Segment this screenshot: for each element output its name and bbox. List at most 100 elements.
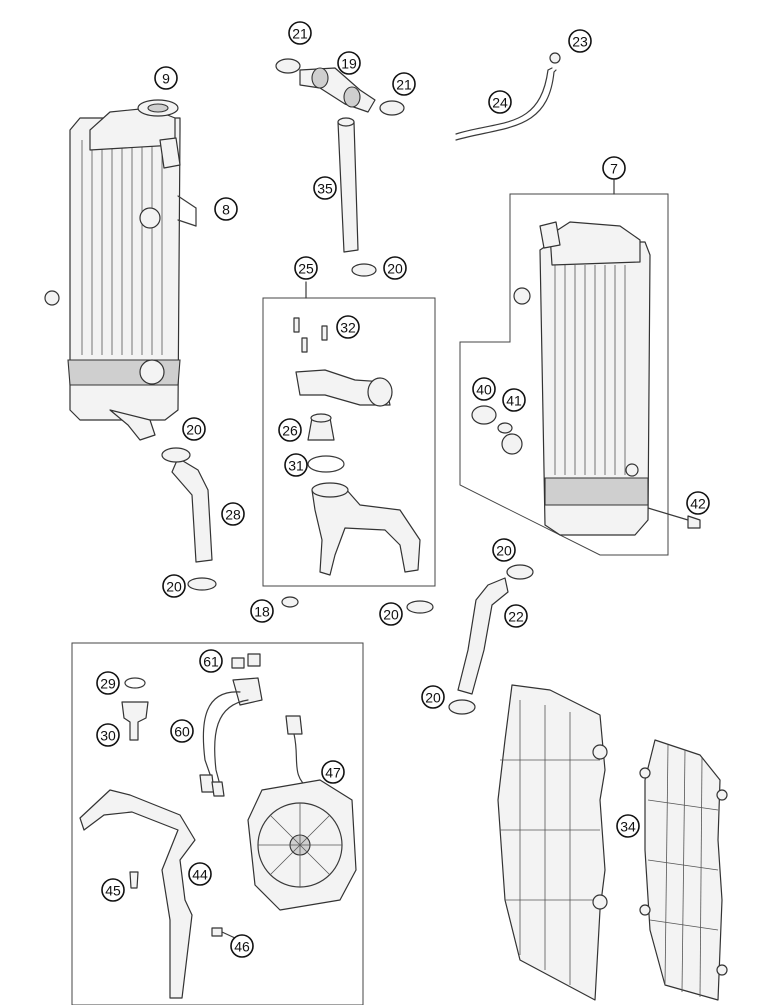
callout-circle: [230, 934, 254, 958]
callout-number: 47: [325, 765, 341, 781]
callout-number: 20: [383, 607, 399, 623]
callout-number: 8: [222, 202, 230, 218]
callout-number: 23: [572, 34, 588, 50]
callout-number: 30: [100, 728, 116, 744]
callout-47: 47: [321, 760, 345, 784]
callout-circle: [294, 256, 318, 280]
callout-number: 19: [341, 56, 357, 72]
callout-circle: [492, 538, 516, 562]
callout-20: 20: [421, 685, 445, 709]
callout-number: 42: [690, 496, 706, 512]
callout-20: 20: [182, 417, 206, 441]
callout-29: 29: [96, 671, 120, 695]
thermostat-kit: [293, 317, 421, 576]
callout-circle: [250, 599, 274, 623]
vent-hose-24: [455, 52, 561, 141]
callout-22: 22: [504, 604, 528, 628]
callout-number: 21: [292, 26, 308, 42]
callout-number: 22: [508, 609, 524, 625]
callout-circle: [96, 671, 120, 695]
callout-number: 18: [254, 604, 270, 620]
callout-60: 60: [170, 719, 194, 743]
radiator-guards: [497, 684, 728, 1001]
callout-21: 21: [288, 21, 312, 45]
callout-number: 34: [620, 819, 636, 835]
thermostat-kit-box: [262, 297, 436, 587]
callout-circle: [337, 51, 361, 75]
callout-number: 26: [282, 423, 298, 439]
callout-20: 20: [383, 256, 407, 280]
callout-circle: [199, 649, 223, 673]
callout-number: 20: [425, 690, 441, 706]
callout-number: 45: [105, 883, 121, 899]
callout-44: 44: [188, 862, 212, 886]
callout-40: 40: [472, 377, 496, 401]
callout-circle: [278, 418, 302, 442]
callout-32: 32: [336, 315, 360, 339]
callout-number: 21: [396, 77, 412, 93]
right-radiator: [471, 221, 701, 536]
hose-28: [161, 447, 217, 591]
callout-circle: [383, 256, 407, 280]
callout-circle: [686, 491, 710, 515]
callout-circle: [313, 176, 337, 200]
callout-circle: [488, 90, 512, 114]
callout-number: 35: [317, 181, 333, 197]
callout-35: 35: [313, 176, 337, 200]
callout-number: 28: [225, 507, 241, 523]
callout-61: 61: [199, 649, 223, 673]
right-radiator-box: [459, 193, 669, 556]
callout-circle: [154, 66, 178, 90]
callout-circle: [182, 417, 206, 441]
callout-24: 24: [488, 90, 512, 114]
callout-21: 21: [392, 72, 416, 96]
callout-circle: [96, 723, 120, 747]
callout-circle: [502, 388, 526, 412]
callout-42: 42: [686, 491, 710, 515]
callout-number: 29: [100, 676, 116, 692]
callout-circle: [284, 453, 308, 477]
callout-8: 8: [214, 197, 238, 221]
callout-34: 34: [616, 814, 640, 838]
callout-circle: [602, 156, 626, 180]
callout-number: 61: [203, 654, 219, 670]
callout-41: 41: [502, 388, 526, 412]
callout-number: 20: [387, 261, 403, 277]
callout-23: 23: [568, 29, 592, 53]
callout-circle: [392, 72, 416, 96]
callout-31: 31: [284, 453, 308, 477]
callout-25: 25: [294, 256, 318, 280]
callout-circle: [472, 377, 496, 401]
callout-number: 20: [496, 543, 512, 559]
callout-circle: [162, 574, 186, 598]
callout-number: 7: [610, 161, 618, 177]
callout-46: 46: [230, 934, 254, 958]
callout-26: 26: [278, 418, 302, 442]
callout-9: 9: [154, 66, 178, 90]
callout-20: 20: [492, 538, 516, 562]
callout-20: 20: [162, 574, 186, 598]
callout-circle: [188, 862, 212, 886]
callout-circle: [170, 719, 194, 743]
upper-hose-assembly: [275, 58, 405, 277]
callout-circle: [379, 602, 403, 626]
callout-number: 31: [288, 458, 304, 474]
callout-circle: [336, 315, 360, 339]
callout-number: 32: [340, 320, 356, 336]
callout-circle: [101, 878, 125, 902]
callout-28: 28: [221, 502, 245, 526]
left-radiator: [44, 99, 197, 441]
callout-20: 20: [379, 602, 403, 626]
callout-number: 46: [234, 939, 250, 955]
callout-number: 20: [186, 422, 202, 438]
callout-45: 45: [101, 878, 125, 902]
fan-kit: [79, 653, 357, 999]
callout-number: 25: [298, 261, 314, 277]
hose-22: [281, 564, 534, 715]
callout-circle: [616, 814, 640, 838]
callout-circle: [504, 604, 528, 628]
callout-19: 19: [337, 51, 361, 75]
